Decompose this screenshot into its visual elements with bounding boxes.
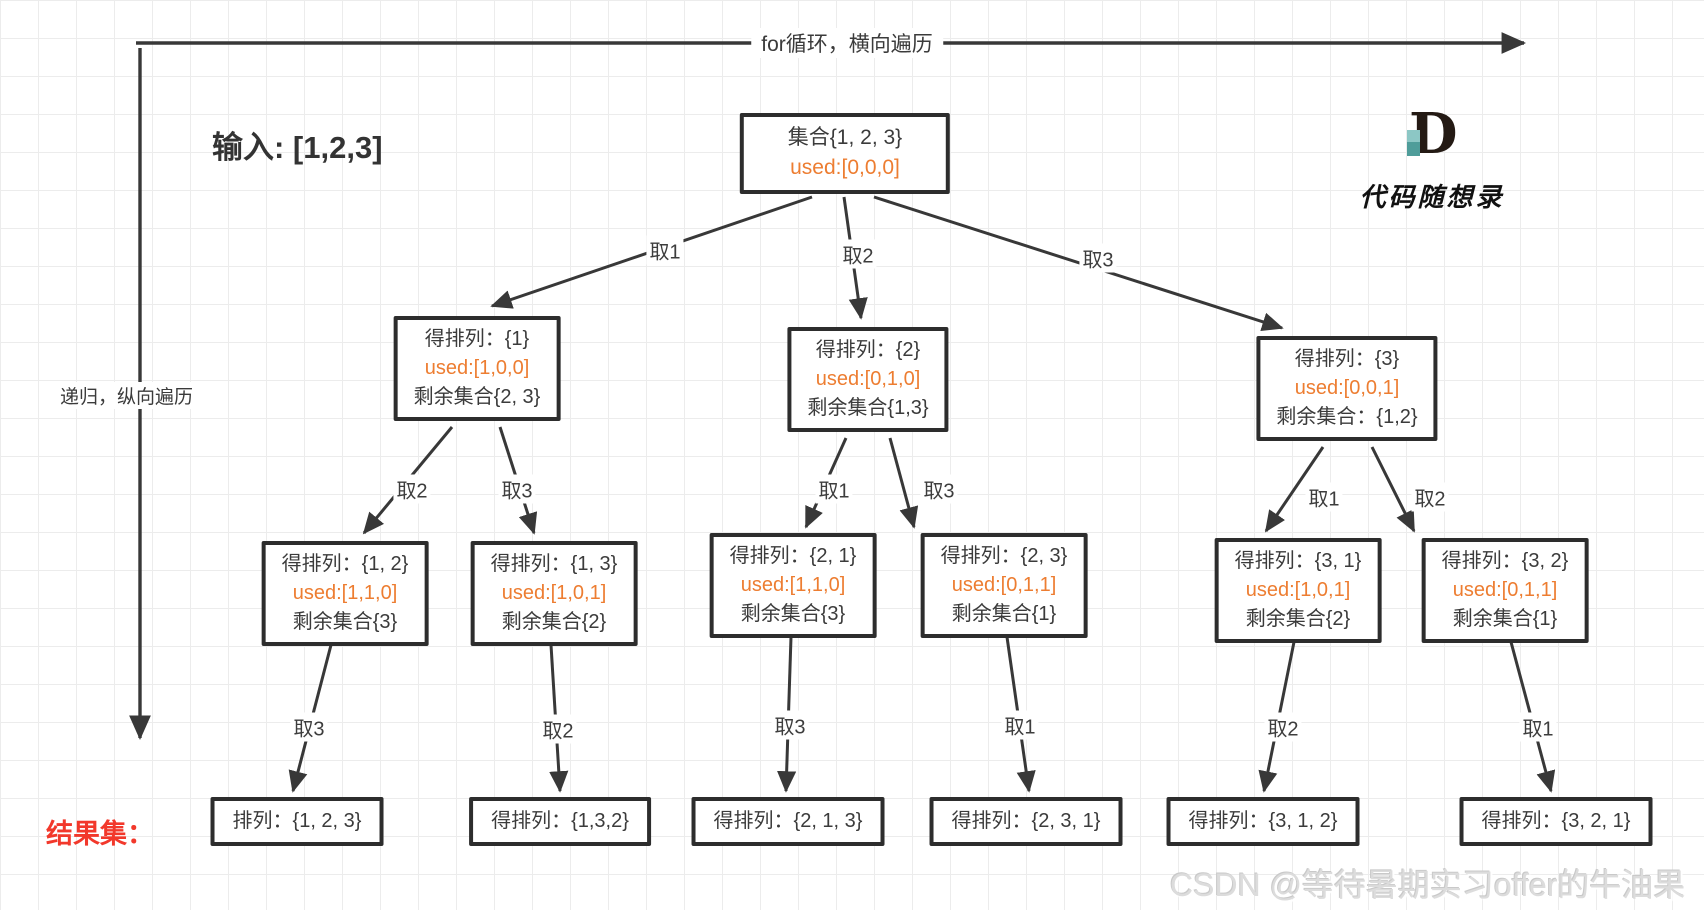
node-perm-21: 得排列：{2, 1} used:[1,1,0] 剩余集合{3} <box>709 533 877 638</box>
csdn-watermark: CSDN @等待暑期实习offer的牛油果 <box>1170 867 1686 903</box>
edge-label-take3: 取3 <box>1079 243 1117 273</box>
node-perm-1: 得排列：{1} used:[1,0,0] 剩余集合{2, 3} <box>393 316 561 421</box>
node-perm-12: 得排列：{1, 2} used:[1,1,0] 剩余集合{3} <box>261 541 429 646</box>
edge-label-take3: 取3 <box>498 474 536 504</box>
node-perm-23: 得排列：{2, 3} used:[0,1,1] 剩余集合{1} <box>920 533 1088 638</box>
logo: D 代码随想录 <box>1352 101 1512 214</box>
result-node-132: 得排列：{1,3,2} <box>469 797 651 846</box>
node-perm-32: 得排列：{3, 2} used:[0,1,1] 剩余集合{1} <box>1421 538 1589 643</box>
node-perm-31: 得排列：{3, 1} used:[1,0,1] 剩余集合{2} <box>1214 538 1382 643</box>
edge-label-take1: 取1 <box>1305 482 1343 512</box>
edge-label-take1: 取1 <box>1519 712 1557 742</box>
result-node-312: 得排列：{3, 1, 2} <box>1166 797 1360 846</box>
input-label: 输入: [1,2,3] <box>212 130 383 165</box>
node-root: 集合{1, 2, 3} used:[0,0,0] <box>739 113 951 194</box>
result-node-231: 得排列：{2, 3, 1} <box>929 797 1123 846</box>
edge-label-take3: 取3 <box>920 474 958 504</box>
edge-label-take2: 取2 <box>1264 712 1302 742</box>
edge-label-take2: 取2 <box>539 714 577 744</box>
result-node-123: 排列：{1, 2, 3} <box>210 797 384 846</box>
node-perm-3: 得排列：{3} used:[0,0,1] 剩余集合：{1,2} <box>1256 336 1438 441</box>
edge-label-take2: 取2 <box>1411 482 1449 512</box>
node-perm-2: 得排列：{2} used:[0,1,0] 剩余集合{1,3} <box>787 327 949 432</box>
edge-label-take2: 取2 <box>839 239 877 269</box>
result-set-label: 结果集： <box>46 819 154 849</box>
edge-label-take3: 取3 <box>771 710 809 740</box>
result-node-321: 得排列：{3, 2, 1} <box>1459 797 1653 846</box>
edge-label-take2: 取2 <box>393 474 431 504</box>
edge-label-take1: 取1 <box>646 235 684 265</box>
logo-brand-text: 代码随想录 <box>1359 183 1505 213</box>
node-used-line: used:[0,0,0] <box>790 156 900 180</box>
node-perm-13: 得排列：{1, 3} used:[1,0,1] 剩余集合{2} <box>470 541 638 646</box>
for-loop-arrow-label: for循环，横向遍历 <box>751 28 943 58</box>
edge-label-take1: 取1 <box>1001 710 1039 740</box>
node-set-line: 集合{1, 2, 3} <box>787 126 903 149</box>
edge-label-take3: 取3 <box>290 712 328 742</box>
logo-d-icon: D <box>1407 101 1458 167</box>
recursion-arrow-label: 递归，纵向遍历 <box>56 382 198 409</box>
result-node-213: 得排列：{2, 1, 3} <box>691 797 885 846</box>
edge-label-take1: 取1 <box>815 474 853 504</box>
